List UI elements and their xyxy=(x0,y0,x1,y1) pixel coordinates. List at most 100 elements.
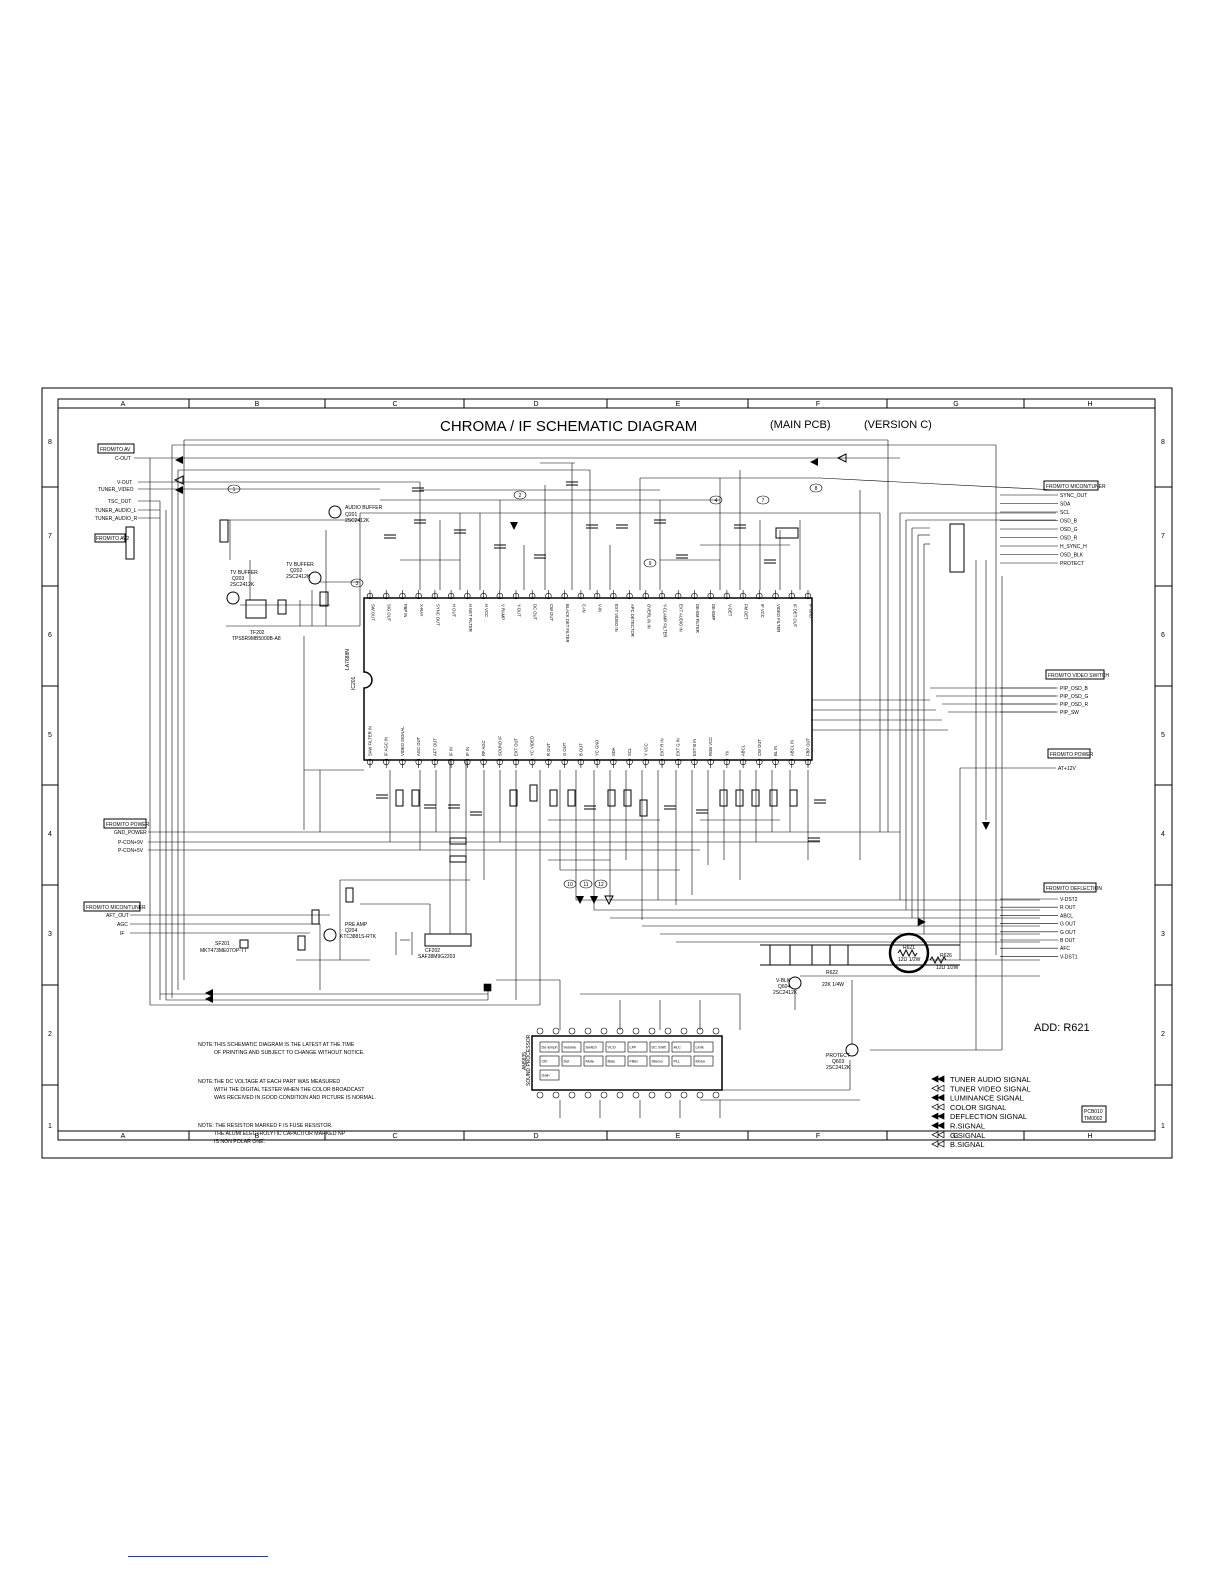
col-label: C xyxy=(392,401,397,408)
ic-pin-label: IF DET OUT xyxy=(792,604,797,628)
sound-ic-block-label: Mono xyxy=(696,1060,706,1064)
marker-number: 9 xyxy=(649,561,652,567)
diagram-subtitle-version: (VERSION C) xyxy=(864,419,932,431)
col-label: A xyxy=(121,1133,126,1140)
ic-pin xyxy=(658,758,666,766)
legend-entry: TUNER VIDEO SIGNAL xyxy=(950,1084,1031,1093)
ic-pin xyxy=(642,758,649,766)
connector-label: FROM/TO VIDEO SWITCH xyxy=(1048,673,1109,679)
signal-label: OSD_BLK xyxy=(1060,553,1084,559)
ic-part: LA7688N xyxy=(345,649,351,670)
row-label: 4 xyxy=(48,831,52,838)
ic-pin xyxy=(431,592,438,600)
footer-link-underline[interactable] xyxy=(128,1556,268,1557)
ic-pin xyxy=(658,592,666,600)
legend-arrow-icon xyxy=(931,1075,939,1083)
ic-pin xyxy=(691,758,698,766)
ic-pin-label: BL IN xyxy=(773,746,778,756)
sound-ic-block xyxy=(561,1041,582,1053)
signal-label: B OUT xyxy=(1060,938,1075,944)
doc-code-line: PCB010 xyxy=(1084,1109,1103,1115)
sound-ic-pin xyxy=(712,1027,720,1035)
sound-ic-block-label: Bias xyxy=(608,1060,615,1064)
diagram-title: CHROMA / IF SCHEMATIC DIAGRAM xyxy=(440,418,697,435)
legend-arrow-icon xyxy=(931,1112,939,1120)
ic-pin xyxy=(804,592,812,600)
ic-pin xyxy=(772,592,779,600)
col-label: D xyxy=(533,1133,538,1140)
ic-pin xyxy=(642,592,649,600)
connector-label: FROM/TO POWER xyxy=(106,822,150,828)
ic-pin xyxy=(756,758,763,766)
sound-ic-block-label: Mute xyxy=(586,1060,594,1064)
ic-pin-label: EXT G IN xyxy=(676,738,681,756)
ic-pin-label: DC OUT xyxy=(533,604,538,620)
col-label: E xyxy=(676,1133,681,1140)
sound-ic-pin xyxy=(712,1091,720,1099)
ic-pin xyxy=(561,758,568,766)
sound-ic-block xyxy=(671,1041,692,1053)
component-ref: Q203 xyxy=(232,576,244,582)
marker-number: 12 xyxy=(598,882,604,888)
ic-pin xyxy=(788,758,795,766)
ic-pin xyxy=(512,758,520,766)
note-line: OF PRINTING AND SUBJECT TO CHANGE WITHOU… xyxy=(214,1050,365,1056)
main-ic-top-wiring xyxy=(360,462,881,860)
component-ref: Q204 xyxy=(345,928,357,934)
ic-pin xyxy=(448,758,455,766)
legend-arrow-icon xyxy=(931,1121,939,1130)
legend-arrow-icon xyxy=(931,1131,939,1139)
ic-pin-label: EXT VIDEO IN xyxy=(614,604,619,632)
connector-micon-right: FROM/TO MICON/TUNER SYNC_OUTSDASCLOSD_BO… xyxy=(1000,480,1106,567)
legend-arrow-icon xyxy=(937,1103,945,1111)
doc-code: PCB010 TM0002 xyxy=(1081,1105,1107,1123)
row-label: 3 xyxy=(48,931,52,938)
marker-number: 7 xyxy=(762,498,765,504)
signal-label: PROTECT xyxy=(1060,561,1084,567)
column-labels-top: A B C D E F G H xyxy=(121,401,1093,408)
outer-frame xyxy=(41,387,1173,1159)
ic-pin-label: ABCL IN xyxy=(789,740,794,756)
ic-pin-label: ABCL xyxy=(741,744,746,756)
row-label: 8 xyxy=(48,439,52,446)
transistor-q204: PRE AMP Q204 KTC3881S-RTK xyxy=(323,922,377,942)
ic-pin-label: RGB VCC xyxy=(708,737,713,756)
signal-label: SCL xyxy=(1060,510,1070,516)
ic-pin-label: Y VCC xyxy=(643,743,648,756)
ic-pin-label: VIDEO SIGNAL xyxy=(400,726,405,756)
marker-bubble xyxy=(709,495,723,505)
signal-label: V-DST2 xyxy=(1060,897,1078,903)
marker-bubble xyxy=(579,879,593,889)
marker-bubble xyxy=(563,879,577,889)
signal-label: H_SYNC_H xyxy=(1060,544,1087,550)
column-dividers xyxy=(188,399,1025,1140)
marker-number: 11 xyxy=(583,882,588,888)
ic-pin xyxy=(464,592,471,600)
main-ic: IC201 LA7688N xyxy=(345,597,813,761)
sound-ic-pin xyxy=(584,1027,592,1035)
ic-pin-label: X-RAY xyxy=(419,604,424,617)
connector-label: FROM/TO MICON/TUNER xyxy=(86,905,146,911)
ic-pin-label: EXT AUDIO IN xyxy=(679,604,684,632)
marker-bubble xyxy=(643,558,657,568)
row-label: 7 xyxy=(48,533,52,540)
component-part: SAF38M9G2203 xyxy=(418,954,455,960)
ic-pin-label: SAW FILTER IN xyxy=(368,726,373,756)
marker-bubble xyxy=(350,578,364,588)
sound-ic-pin xyxy=(632,1027,640,1035)
sound-ic-block xyxy=(671,1055,692,1067)
ic-pin xyxy=(399,592,406,600)
marker-bubble xyxy=(594,879,608,889)
component-label: PRE AMP xyxy=(345,922,368,928)
ic-pin-label: H VCC xyxy=(484,604,489,617)
ic-pin-label: FM DET xyxy=(744,604,749,620)
sound-ic-pin xyxy=(584,1091,592,1099)
ic-pin-label: AFT OUT xyxy=(432,738,437,756)
ic-pin xyxy=(529,592,536,600)
doc-code-line: TM0002 xyxy=(1084,1116,1103,1122)
filter-tf202: TF202 TPS5R9MB5000B-A8 xyxy=(232,599,281,642)
bottom-capacitors xyxy=(376,784,826,863)
col-label: D xyxy=(533,401,538,408)
ic-pin-label: R OUT xyxy=(546,743,551,756)
